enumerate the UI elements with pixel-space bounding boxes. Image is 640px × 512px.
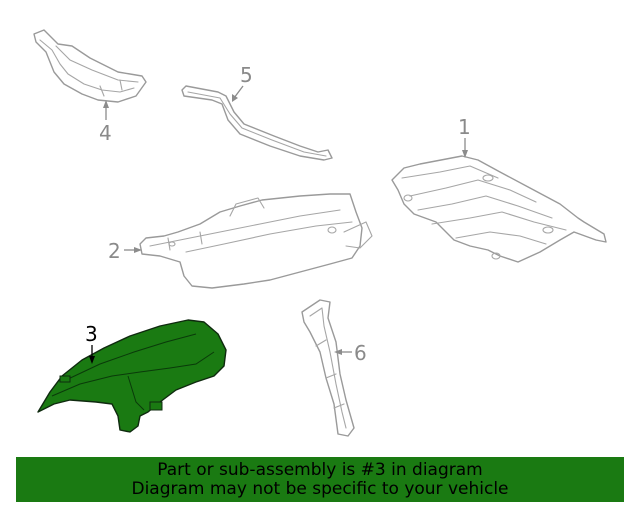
part-1-heat-shield[interactable] (391, 155, 607, 263)
part-1-label: 1 (458, 115, 471, 139)
part-6-arrowhead (334, 349, 342, 355)
part-4-arrowhead (103, 100, 109, 108)
part-3-arrowhead (89, 356, 95, 364)
diagram-notice-banner: Part or sub-assembly is #3 in diagram Di… (16, 457, 624, 502)
part-1-arrowhead (462, 150, 468, 158)
part-3-tab (149, 401, 163, 411)
part-3-heat-shield-highlighted[interactable] (37, 319, 227, 433)
part-6-label: 6 (354, 341, 367, 365)
part-3-label: 3 (85, 322, 98, 346)
part-4-label: 4 (99, 121, 112, 145)
banner-line-disclaimer: Diagram may not be specific to your vehi… (131, 478, 509, 499)
part-6-bracket[interactable] (301, 299, 355, 437)
part-3-tab (59, 375, 71, 383)
part-2-shield[interactable] (139, 193, 373, 289)
part-2-label: 2 (108, 239, 121, 263)
banner-line-part-number: Part or sub-assembly is #3 in diagram (157, 459, 483, 480)
part-5-leader (233, 85, 244, 99)
parts-diagram: 4 5 1 2 (33, 29, 607, 437)
part-5-label: 5 (240, 63, 253, 87)
part-2-arrowhead (134, 247, 142, 253)
part-5-arrowhead (232, 94, 238, 102)
part-5-bracket[interactable] (181, 85, 333, 161)
part-4-heat-shield[interactable] (33, 29, 147, 103)
